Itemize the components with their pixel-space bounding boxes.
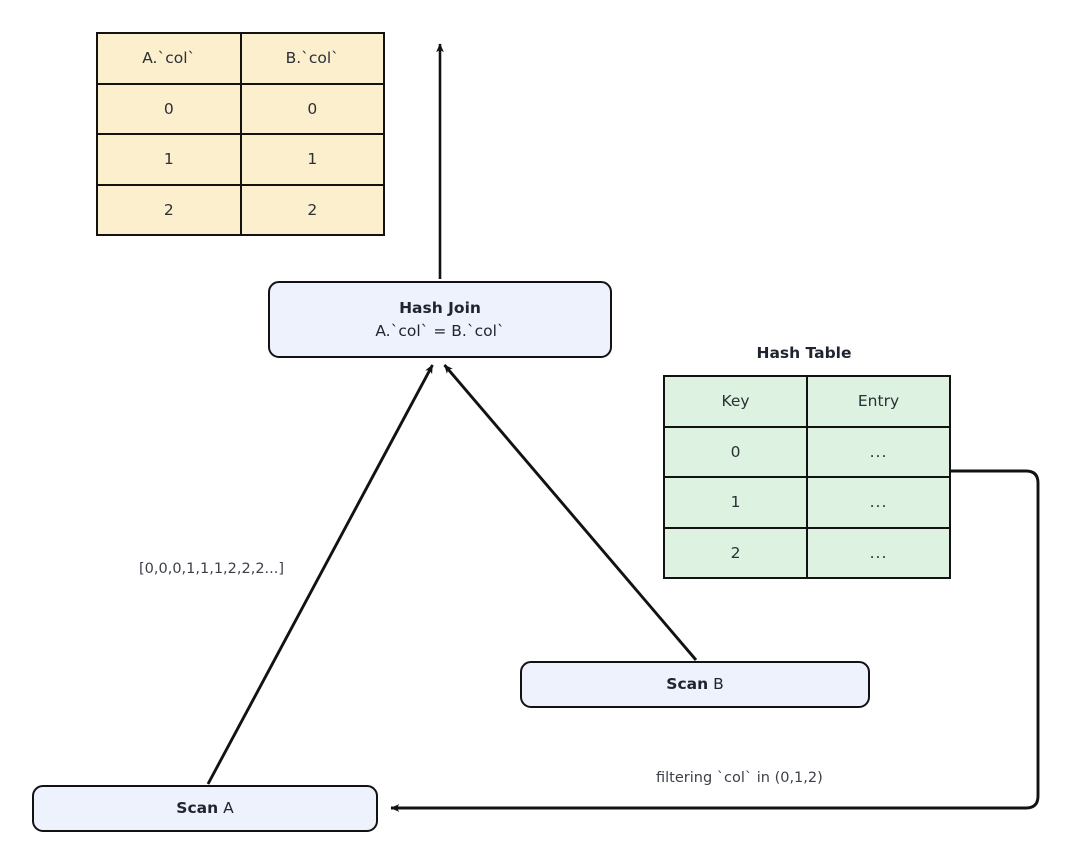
table-row: 0 ... xyxy=(663,425,951,478)
result-table: A.`col` B.`col` 0 0 1 1 2 2 xyxy=(96,32,385,236)
hash-join-title: Hash Join xyxy=(399,299,481,318)
hash-join-condition: A.`col` = B.`col` xyxy=(375,321,505,340)
scan-a-operator: Scan xyxy=(176,799,219,818)
hash-table-caption: Hash Table xyxy=(756,344,852,362)
table-row: A.`col` B.`col` xyxy=(96,32,385,85)
hash-cell-key-0: 0 xyxy=(663,425,808,478)
result-header-b: B.`col` xyxy=(239,32,385,85)
hash-cell-entry-1: ... xyxy=(806,476,951,529)
result-cell-b-0: 0 xyxy=(239,82,385,135)
scan-b-operator: Scan xyxy=(666,675,709,694)
hash-cell-entry-0: ... xyxy=(806,425,951,478)
hash-header-entry: Entry xyxy=(806,375,951,428)
result-cell-b-1: 1 xyxy=(239,133,385,186)
hash-cell-entry-2: ... xyxy=(806,526,951,579)
scan-a-label: Scan A xyxy=(176,797,233,819)
table-row: 1 1 xyxy=(96,133,385,186)
table-row: Key Entry xyxy=(663,375,951,428)
table-row: 1 ... xyxy=(663,476,951,529)
edge-scanb-to-hashjoin xyxy=(443,364,698,661)
result-header-a: A.`col` xyxy=(96,32,242,85)
edge-label-tuples: [0,0,0,1,1,1,2,2,2...] xyxy=(139,561,285,577)
hash-table: Key Entry 0 ... 1 ... 2 ... xyxy=(663,375,951,579)
table-row: 2 2 xyxy=(96,183,385,236)
node-scan-b[interactable]: Scan B xyxy=(520,661,870,708)
result-cell-a-1: 1 xyxy=(96,133,242,186)
hash-cell-key-1: 1 xyxy=(663,476,808,529)
result-cell-b-2: 2 xyxy=(239,183,385,236)
scan-a-relation: A xyxy=(223,799,234,818)
table-row: 2 ... xyxy=(663,526,951,579)
node-scan-a[interactable]: Scan A xyxy=(32,785,378,832)
table-row: 0 0 xyxy=(96,82,385,135)
node-hash-join[interactable]: Hash Join A.`col` = B.`col` xyxy=(268,281,612,358)
hash-header-key: Key xyxy=(663,375,808,428)
scan-b-relation: B xyxy=(713,675,724,694)
result-cell-a-2: 2 xyxy=(96,183,242,236)
hash-cell-key-2: 2 xyxy=(663,526,808,579)
result-cell-a-0: 0 xyxy=(96,82,242,135)
edge-label-filtering: filtering `col` in (0,1,2) xyxy=(656,770,823,786)
scan-b-label: Scan B xyxy=(666,673,723,695)
